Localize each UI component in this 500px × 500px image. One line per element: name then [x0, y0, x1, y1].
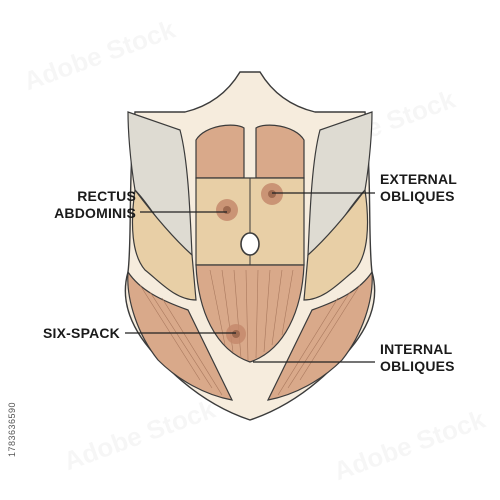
label-rectus-line-2: ABDOMINIS: [54, 205, 136, 221]
right-external-oblique: [303, 188, 369, 301]
stock-id-text: 1783636590: [7, 401, 17, 457]
rectus-marker-inner: [223, 206, 231, 214]
external-marker-inner: [268, 190, 276, 198]
label-six-pack-line-1: SIX-SPACK: [43, 325, 120, 341]
rectus-lower: [195, 264, 305, 363]
label-rectus-line-1: RECTUS: [77, 188, 136, 204]
label-internal-line-2: OBLIQUES: [380, 358, 455, 374]
rectus-upper-right: [255, 124, 305, 179]
label-internal-line-1: INTERNAL: [380, 341, 453, 357]
six-pack-marker-inner: [232, 330, 240, 338]
left-internal-oblique: [127, 270, 234, 401]
label-external-obliques: EXTERNAL OBLIQUES: [380, 171, 480, 205]
leader-lines: [125, 192, 375, 363]
label-external-line-2: OBLIQUES: [380, 188, 455, 204]
navel: [240, 232, 260, 256]
label-rectus-abdominis: RECTUS ABDOMINIS: [28, 188, 136, 222]
left-external-oblique: [131, 188, 197, 301]
right-internal-oblique: [266, 270, 373, 401]
label-internal-obliques: INTERNAL OBLIQUES: [380, 341, 480, 375]
label-external-line-1: EXTERNAL: [380, 171, 458, 187]
rectus-upper-left: [195, 124, 245, 179]
label-six-pack: SIX-SPACK: [20, 325, 120, 342]
